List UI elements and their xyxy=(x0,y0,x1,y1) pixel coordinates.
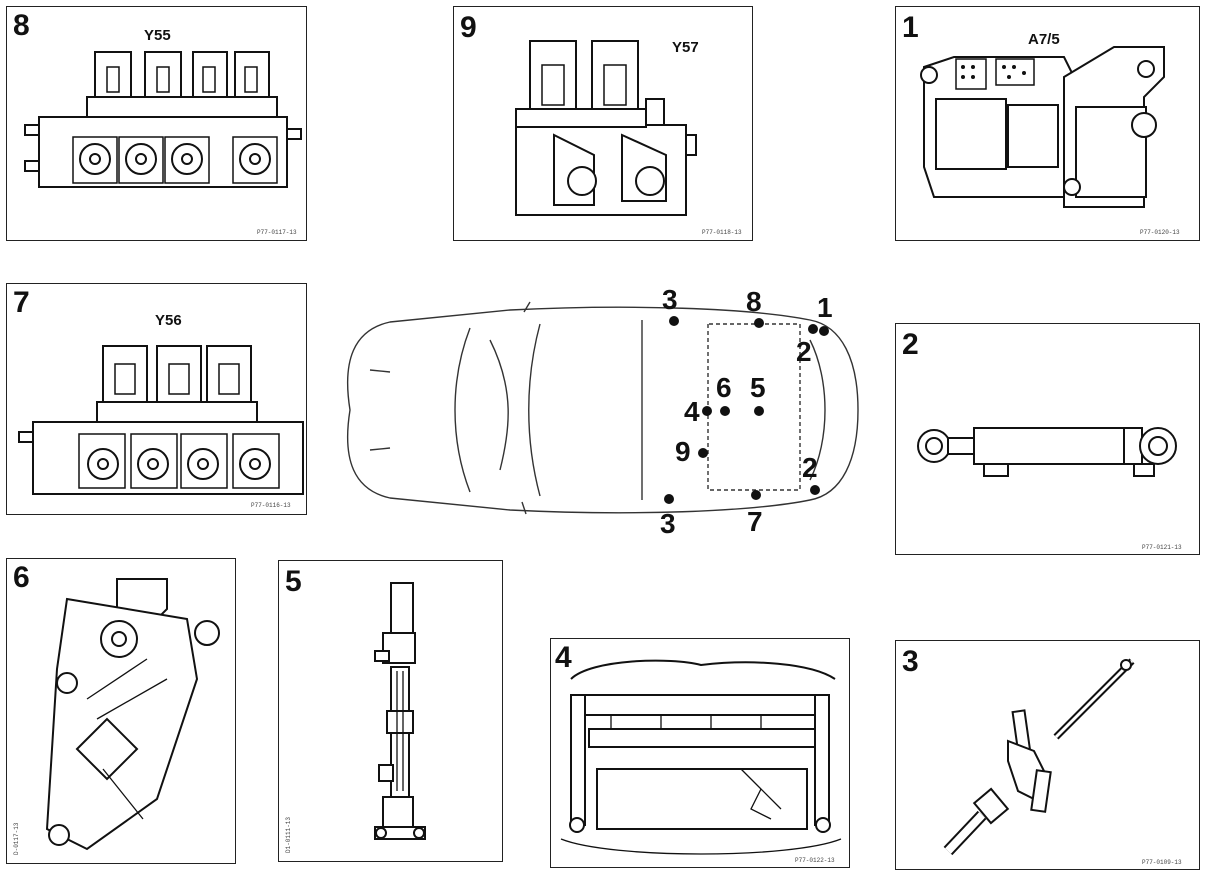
location-marker-3-bottom xyxy=(664,494,674,504)
control-unit-a7-5-drawing xyxy=(920,46,1165,208)
panel-6-seat-mechanism: 6 D-0117-13 xyxy=(6,558,236,864)
car-outline-drawing xyxy=(346,301,859,515)
panel-number: 3 xyxy=(902,645,919,678)
location-marker-1 xyxy=(808,324,818,334)
panel-3-door-lock-parts: 3 P77-0109-13 xyxy=(895,640,1200,870)
panel-5-steering-column: 5 D1-0111-13 xyxy=(278,560,503,862)
component-code: Y56 xyxy=(155,312,182,329)
figure-reference: P77-0117-13 xyxy=(257,229,297,236)
location-marker-1b xyxy=(819,326,829,336)
component-code: Y55 xyxy=(144,27,171,44)
location-label-9: 9 xyxy=(675,436,691,467)
location-marker-4 xyxy=(702,406,712,416)
panel-number: 9 xyxy=(460,11,477,44)
panel-8-valve-block-y55: 8 Y55 P77-0117-13 xyxy=(6,6,307,241)
figure-reference: P77-0121-13 xyxy=(1142,544,1182,551)
panel-number: 8 xyxy=(13,9,30,42)
valve-block-y56-drawing xyxy=(18,345,304,495)
figure-reference: D-0117-13 xyxy=(13,822,20,855)
panel-number: 1 xyxy=(902,11,919,44)
location-label-8: 8 xyxy=(746,286,762,317)
seat-frame-drawing xyxy=(560,659,842,855)
location-label-6: 6 xyxy=(716,372,732,403)
location-label-2-bottom: 2 xyxy=(802,452,818,483)
figure-reference: P77-0118-13 xyxy=(702,229,742,236)
figure-reference: P77-0109-13 xyxy=(1142,859,1182,866)
panel-number: 4 xyxy=(555,641,572,674)
location-label-1: 1 xyxy=(817,292,833,323)
steering-column-drawing xyxy=(374,582,426,840)
panel-7-valve-block-y56: 7 Y56 P77-0116-13 xyxy=(6,283,307,515)
location-label-4: 4 xyxy=(684,396,700,427)
location-label-2-top: 2 xyxy=(796,336,812,367)
door-lock-parts-drawing xyxy=(943,658,1135,856)
figure-reference: D1-0111-13 xyxy=(285,816,292,853)
location-marker-8 xyxy=(754,318,764,328)
location-marker-7 xyxy=(751,490,761,500)
panel-1-control-unit-a7-5: 1 A7/5 P77-0120-13 xyxy=(895,6,1200,241)
location-label-3-top: 3 xyxy=(662,284,678,315)
panel-2-actuator-cylinder: 2 P77-0121-13 xyxy=(895,323,1200,555)
panel-number: 5 xyxy=(285,565,302,598)
panel-4-seat-frame: 4 P77-0122-13 xyxy=(550,638,850,868)
component-code: Y57 xyxy=(672,39,699,56)
location-marker-9 xyxy=(698,448,708,458)
actuator-cylinder-drawing xyxy=(917,427,1177,477)
panel-9-valve-block-y57: 9 Y57 P77-0118-13 xyxy=(453,6,753,241)
valve-block-y57-drawing xyxy=(515,40,697,216)
location-marker-5 xyxy=(754,406,764,416)
location-marker-2-bottom xyxy=(810,485,820,495)
location-marker-6 xyxy=(720,406,730,416)
figure-reference: P77-0120-13 xyxy=(1140,229,1180,236)
figure-reference: P77-0122-13 xyxy=(795,857,835,864)
valve-block-y55-drawing xyxy=(24,51,302,188)
panel-number: 2 xyxy=(902,328,919,361)
location-label-3-bottom: 3 xyxy=(660,508,676,539)
car-location-overview: 3 8 1 2 6 5 4 9 2 3 7 xyxy=(330,280,870,540)
panel-number: 7 xyxy=(13,286,30,319)
component-code: A7/5 xyxy=(1028,31,1060,48)
figure-reference: P77-0116-13 xyxy=(251,502,291,509)
location-marker-3-top xyxy=(669,316,679,326)
seat-mechanism-drawing xyxy=(45,578,220,851)
panel-number: 6 xyxy=(13,561,30,594)
location-label-5: 5 xyxy=(750,372,766,403)
location-label-7: 7 xyxy=(747,506,763,537)
